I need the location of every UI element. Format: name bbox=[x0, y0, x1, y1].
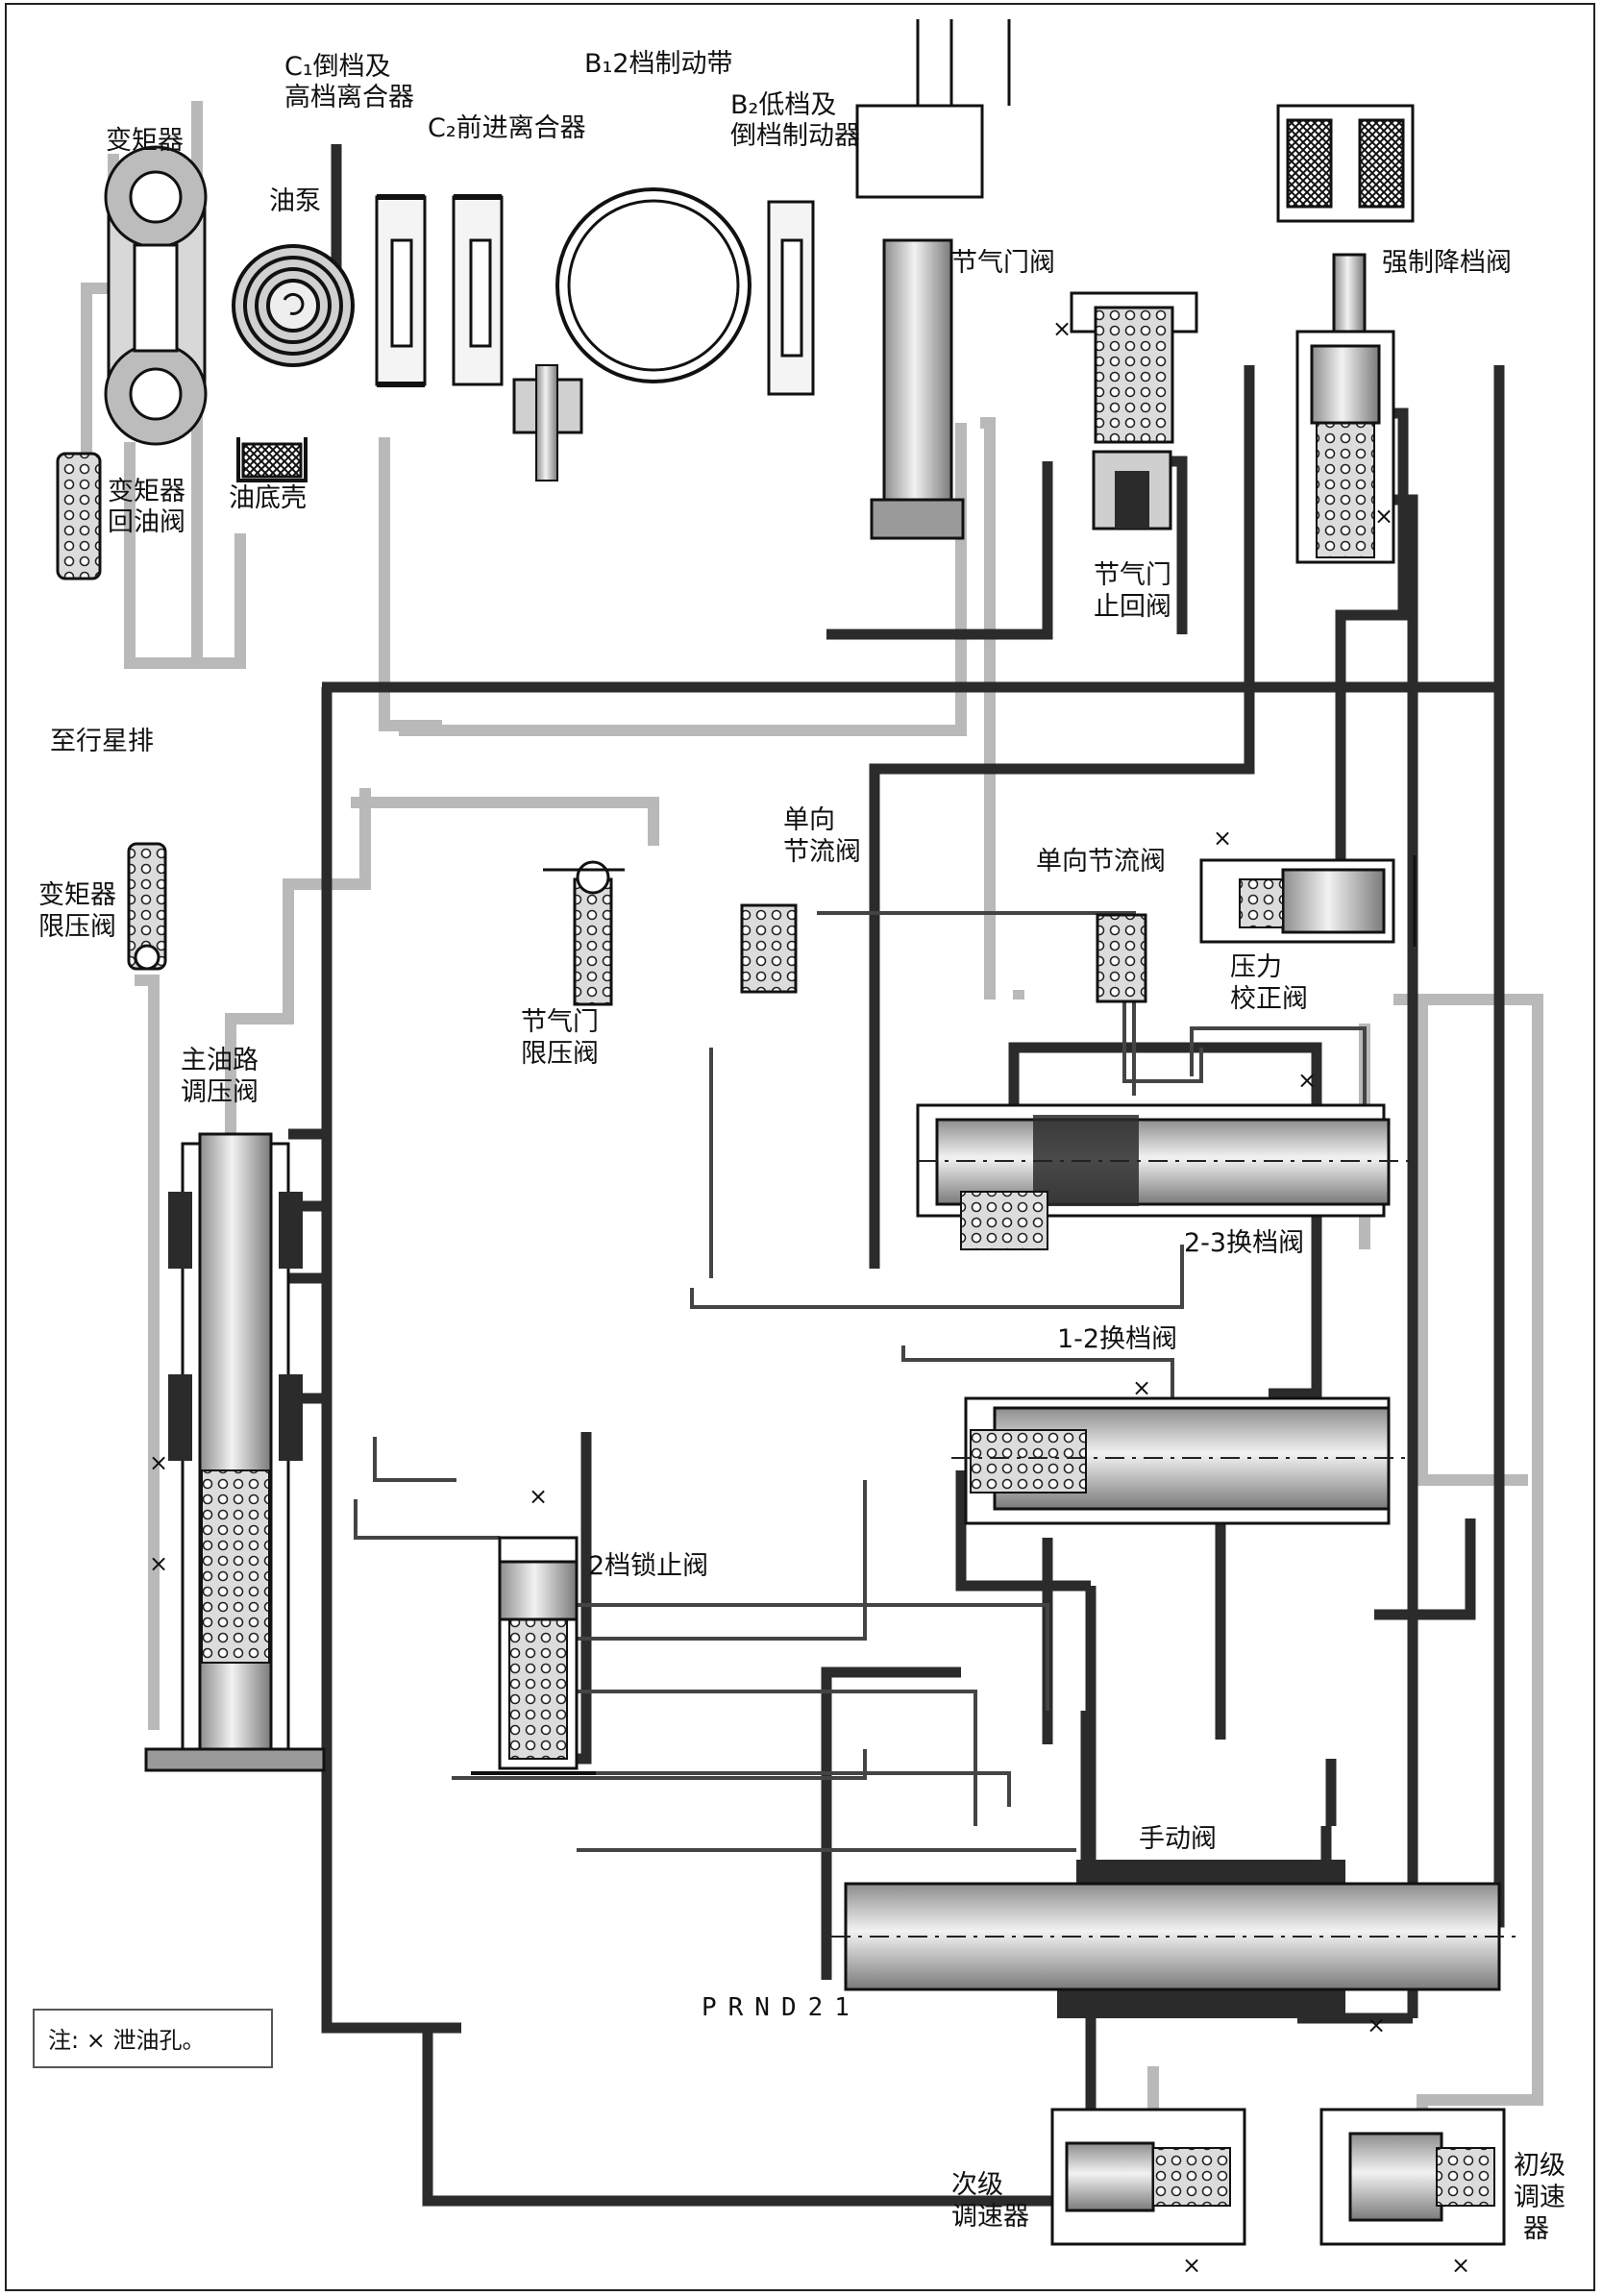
exhaust-mark: × bbox=[1367, 2012, 1386, 2038]
label-tc-return-line1: 变矩器 bbox=[108, 477, 185, 506]
brake-b2 bbox=[767, 200, 815, 396]
exhaust-mark: × bbox=[149, 1449, 168, 1476]
label-tc-limit-line2: 限压阀 bbox=[38, 912, 116, 942]
torque-converter bbox=[104, 145, 208, 446]
label-secondary-gov-line2: 调速器 bbox=[951, 2202, 1029, 2232]
exhaust-mark: × bbox=[1297, 1067, 1317, 1094]
label-throttle-check-line2: 止回阀 bbox=[1094, 592, 1171, 622]
oil-pump bbox=[232, 244, 355, 367]
secondary-governor bbox=[1050, 2108, 1246, 2246]
label-shift-23: 2-3换档阀 bbox=[1184, 1228, 1304, 1258]
low-pressure-passages bbox=[81, 101, 1543, 2114]
shift-valve-23 bbox=[916, 1103, 1417, 1250]
label-tc-return-line2: 回油阀 bbox=[108, 507, 185, 537]
exhaust-mark: × bbox=[1374, 503, 1393, 530]
second-lock-valve bbox=[471, 1536, 596, 1775]
label-oneway-b: 单向节流阀 bbox=[1036, 847, 1166, 876]
label-prnd: PRND21 bbox=[702, 1993, 861, 2022]
label-manual-valve: 手动阀 bbox=[1139, 1824, 1217, 1854]
oneway-orifice-b bbox=[1096, 913, 1147, 1003]
label-throttle-check-line1: 节气门 bbox=[1094, 560, 1171, 590]
exhaust-mark: × bbox=[149, 1550, 168, 1577]
legend-note: 注: × 泄油孔。 bbox=[33, 2009, 273, 2068]
label-tc-limit-line1: 变矩器 bbox=[38, 880, 116, 910]
label-pressure-mod-line2: 校正阀 bbox=[1230, 984, 1308, 1014]
band-b1 bbox=[512, 187, 752, 481]
primary-governor bbox=[1319, 2108, 1506, 2246]
throttle-limit-valve bbox=[543, 860, 625, 1006]
label-throttle-limit-line1: 节气门 bbox=[521, 1007, 599, 1037]
label-oneway-a-line1: 单向 bbox=[783, 805, 835, 835]
throttle-check-valve bbox=[1070, 291, 1198, 531]
tc-limit-valve bbox=[127, 842, 167, 971]
label-oil-pan: 油底壳 bbox=[229, 483, 307, 513]
label-primary-gov-line2: 调速 bbox=[1514, 2183, 1565, 2212]
oneway-orifice-a bbox=[740, 903, 798, 994]
label-oil-pump: 油泵 bbox=[269, 186, 321, 216]
exhaust-mark: × bbox=[1213, 825, 1232, 852]
label-primary-gov-line1: 初级 bbox=[1514, 2151, 1565, 2181]
label-main-reg-line1: 主油路 bbox=[181, 1046, 259, 1075]
label-main-reg-line2: 调压阀 bbox=[181, 1077, 259, 1107]
label-throttle-valve: 节气门阀 bbox=[951, 248, 1055, 278]
main-regulator-valve bbox=[144, 1132, 326, 1772]
diagram-frame bbox=[5, 3, 1595, 2291]
label-shift-12: 1-2换档阀 bbox=[1057, 1324, 1177, 1354]
exhaust-marks: × × × × × × × × × × × bbox=[149, 315, 1470, 2279]
label-to-planetary: 至行星排 bbox=[50, 727, 154, 756]
label-throttle-limit-line2: 限压阀 bbox=[521, 1039, 599, 1069]
label-oneway-a-line2: 节流阀 bbox=[783, 837, 861, 867]
label-primary-gov-line3: 器 bbox=[1523, 2214, 1549, 2244]
oil-pan bbox=[236, 437, 308, 482]
pressure-modifier-valve bbox=[1199, 855, 1417, 947]
label-c1-line1: C₁倒档及 bbox=[284, 52, 391, 82]
clutch-c2 bbox=[452, 194, 504, 386]
tc-return-valve bbox=[56, 452, 102, 580]
exhaust-mark: × bbox=[1451, 2252, 1470, 2279]
exhaust-mark: × bbox=[1132, 1374, 1151, 1401]
label-c2: C₂前进离合器 bbox=[428, 113, 586, 143]
label-pressure-mod-line1: 压力 bbox=[1230, 952, 1282, 982]
label-kickdown-valve: 强制降档阀 bbox=[1382, 248, 1512, 278]
exhaust-mark: × bbox=[529, 1483, 548, 1510]
exhaust-mark: × bbox=[1052, 315, 1072, 342]
label-secondary-gov-line1: 次级 bbox=[951, 2170, 1003, 2200]
exhaust-mark: × bbox=[1182, 2252, 1201, 2279]
label-torque-converter: 变矩器 bbox=[106, 126, 184, 156]
throttle-valve bbox=[855, 19, 1011, 540]
shift-valve-12 bbox=[951, 1396, 1413, 1525]
label-b2-line2: 倒档制动器 bbox=[730, 121, 860, 151]
label-c1-line2: 高档离合器 bbox=[284, 83, 414, 112]
manual-valve bbox=[831, 1860, 1518, 2018]
label-b1: B₁2档制动带 bbox=[584, 49, 733, 79]
kickdown-valve bbox=[1276, 104, 1415, 564]
labels: 变矩器 C₁倒档及 高档离合器 C₂前进离合器 B₁2档制动带 B₂低档及 倒档… bbox=[38, 49, 1565, 2244]
label-b2-line1: B₂低档及 bbox=[730, 90, 836, 120]
clutch-c1 bbox=[375, 194, 427, 387]
label-second-lock: 2档锁止阀 bbox=[588, 1551, 708, 1581]
